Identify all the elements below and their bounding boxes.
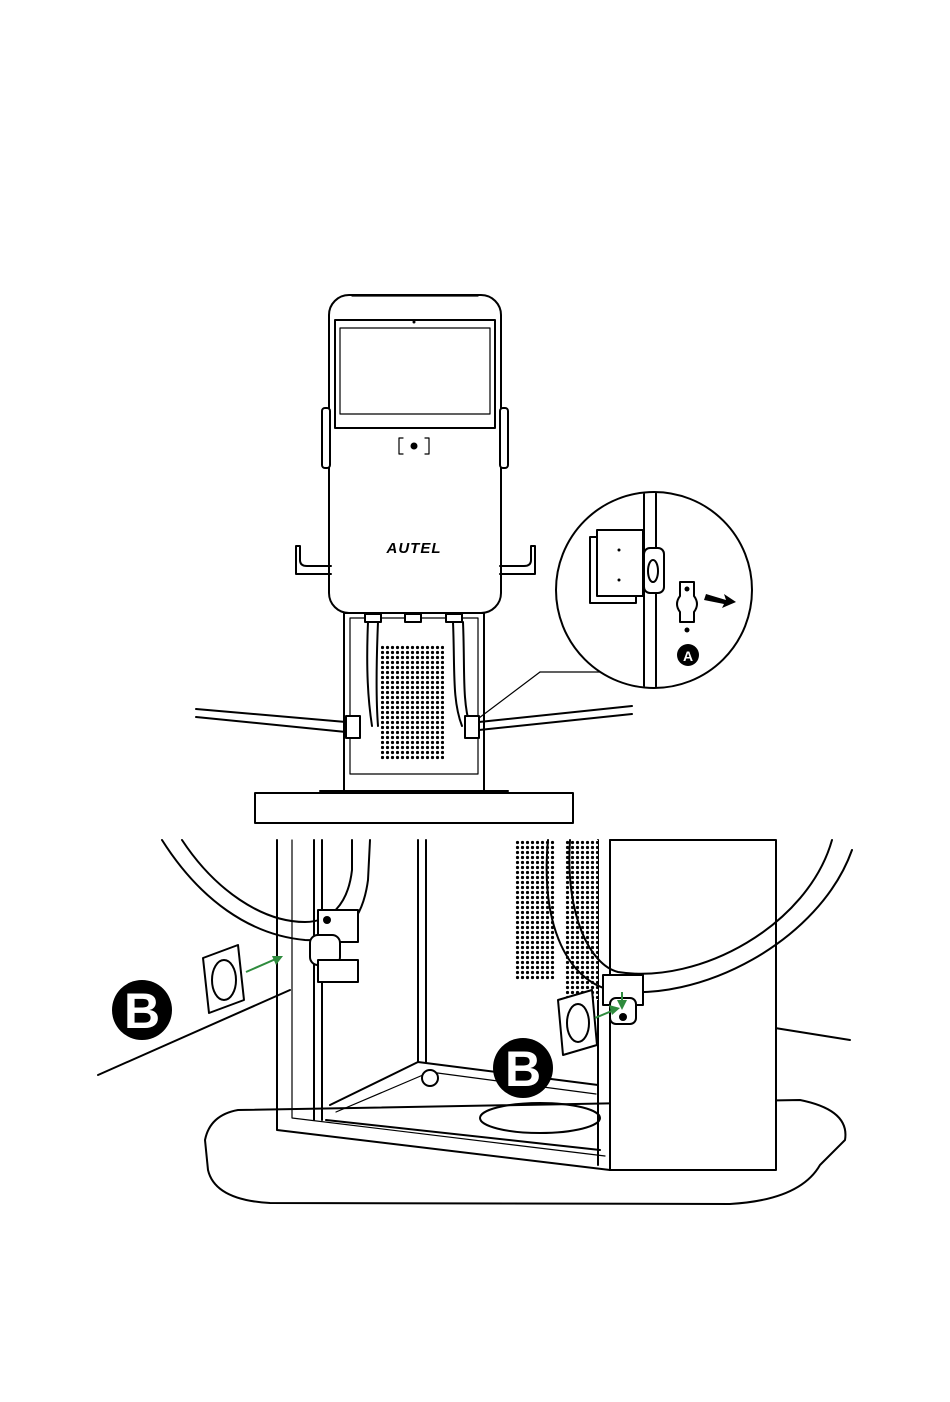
cable-clip-icon (310, 910, 358, 982)
ground-slab (255, 793, 573, 823)
upper-figure: AUTEL (196, 295, 752, 823)
callout-b-label: B (124, 983, 160, 1039)
ventilation-grille (515, 840, 555, 980)
cable-holder-right (500, 546, 535, 574)
cable-gland-icon (203, 945, 244, 1013)
callout-b-label: B (505, 1041, 541, 1097)
cable-clip-icon (346, 716, 360, 738)
autel-logo: AUTEL (386, 540, 442, 557)
cable-clip-icon (465, 716, 479, 738)
callout-a-label: A (683, 648, 693, 664)
cable-gland-icon (558, 990, 597, 1055)
charger-unit: AUTEL (296, 295, 535, 613)
lower-figure: B B (98, 840, 852, 1204)
ventilation-grille (381, 645, 444, 760)
detail-view-a: A (556, 480, 752, 700)
cable-holder-left (296, 546, 331, 574)
